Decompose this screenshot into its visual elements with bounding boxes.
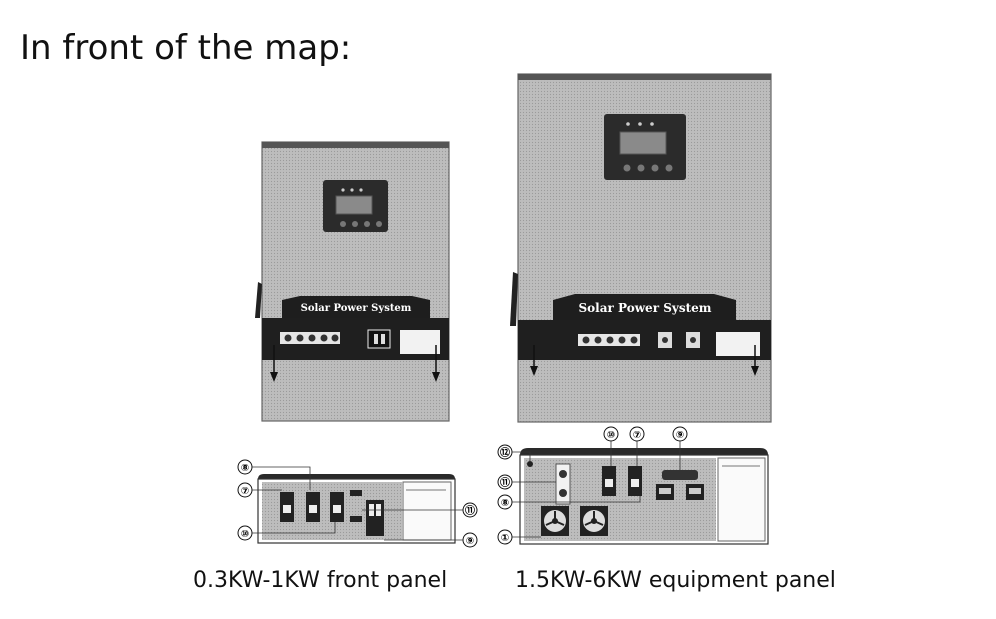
small-arrow-right-icon <box>432 372 440 382</box>
fan-icon <box>580 506 608 536</box>
svg-text:⑧: ⑧ <box>241 463 249 474</box>
large-antenna-icon <box>510 272 518 326</box>
large-brand-band <box>553 294 736 320</box>
large-callout-1: ① <box>497 529 541 545</box>
svg-text:⑦: ⑦ <box>241 486 249 497</box>
large-callout-10: ⑩ <box>603 426 619 466</box>
small-callout-9: ⑨ <box>384 532 478 548</box>
small-callout-7: ⑦ <box>237 482 282 498</box>
small-antenna-icon <box>255 282 262 318</box>
svg-text:⑨: ⑨ <box>676 430 684 441</box>
small-arrow-left-icon <box>270 372 278 382</box>
large-callout-9: ⑨ <box>672 426 688 470</box>
large-callouts: ⑫ ⑪ ⑧ ① ⑩ ⑦ ⑨ <box>497 426 688 545</box>
svg-text:⑪: ⑪ <box>465 504 475 517</box>
svg-text:⑫: ⑫ <box>500 446 510 459</box>
svg-text:⑩: ⑩ <box>607 430 615 441</box>
small-callout-10: ⑩ <box>237 522 336 541</box>
svg-text:①: ① <box>501 533 509 544</box>
large-brand-label: Solar Power System <box>579 301 712 315</box>
svg-text:⑦: ⑦ <box>633 430 641 441</box>
page-heading: In front of the map: <box>20 28 352 68</box>
large-callout-12: ⑫ <box>497 444 531 462</box>
small-bottom-panel <box>257 474 456 544</box>
small-brand-label: Solar Power System <box>301 303 412 314</box>
large-lcd-display <box>604 114 686 180</box>
svg-text:⑩: ⑩ <box>241 529 249 540</box>
svg-text:⑪: ⑪ <box>500 476 510 489</box>
fan-icon <box>541 506 569 536</box>
large-callout-8: ⑧ <box>497 494 641 510</box>
small-callout-11: ⑪ <box>362 502 478 518</box>
caption-small-panel: 0.3KW-1KW front panel <box>193 568 448 593</box>
small-brand-band <box>282 296 430 318</box>
large-arrow-right-icon <box>751 366 759 376</box>
small-lcd-display <box>323 180 388 232</box>
small-callout-8: ⑧ <box>237 459 311 490</box>
large-inverter: Solar Power System <box>510 73 772 423</box>
large-callout-7: ⑦ <box>629 426 645 466</box>
large-arrow-left-icon <box>530 366 538 376</box>
large-callout-11: ⑪ <box>497 474 556 490</box>
small-callouts: ⑧ ⑦ ⑩ ⑪ ⑨ <box>237 459 478 548</box>
small-inverter: Solar Power System <box>255 141 450 422</box>
svg-text:⑨: ⑨ <box>466 536 474 547</box>
svg-text:⑧: ⑧ <box>501 498 509 509</box>
large-bottom-panel <box>519 448 769 545</box>
caption-large-panel: 1.5KW-6KW equipment panel <box>515 568 836 593</box>
